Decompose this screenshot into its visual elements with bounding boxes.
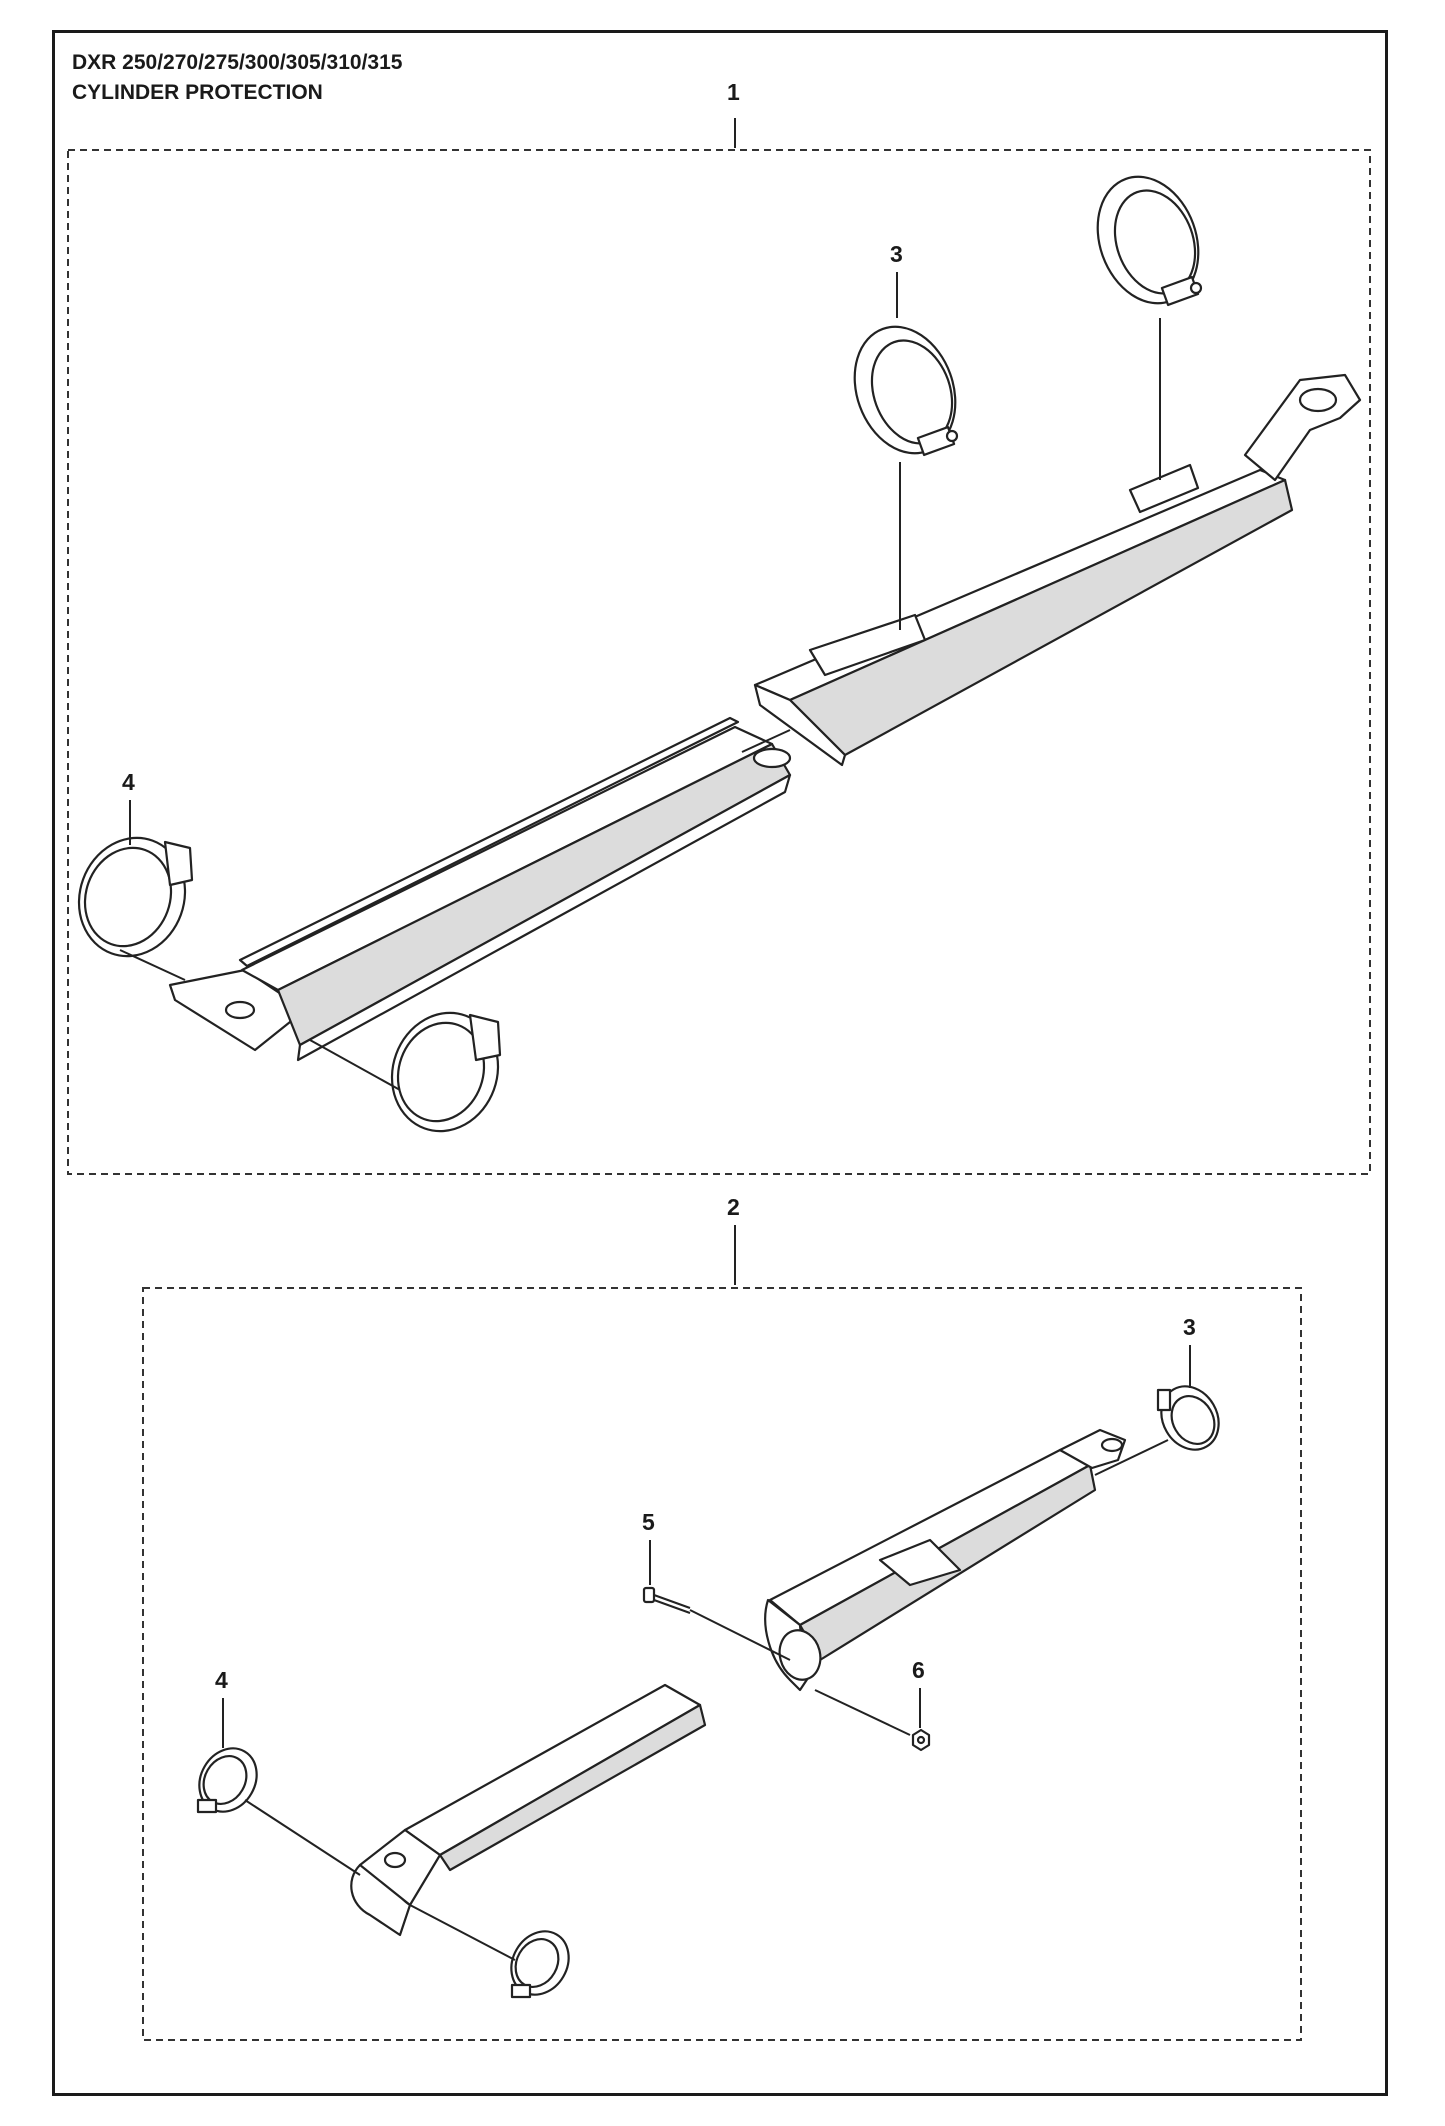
cylinder-guard-upper xyxy=(764,1428,1127,1692)
group-1: 1 3 xyxy=(67,79,1371,1175)
callout-g2-3: 3 xyxy=(1183,1314,1196,1340)
callout-g2-6: 6 xyxy=(912,1657,925,1683)
guard-joint-line xyxy=(741,729,791,753)
sheet-border xyxy=(52,30,1388,2096)
callout-1: 1 xyxy=(727,79,740,105)
clamp-3-a xyxy=(853,325,959,630)
callout-g1-3: 3 xyxy=(890,241,903,267)
group-2-box xyxy=(142,1287,1302,2041)
cylinder-guard-lower xyxy=(350,1683,707,1937)
callout-g2-5: 5 xyxy=(642,1509,655,1535)
section-title: CYLINDER PROTECTION xyxy=(72,81,323,104)
callout-2: 2 xyxy=(727,1194,740,1220)
callout-g2-4: 4 xyxy=(215,1667,228,1693)
cylinder-guard-left xyxy=(168,716,792,1062)
clamp-top-right xyxy=(1096,175,1203,480)
cylinder-guard-right xyxy=(753,373,1362,767)
group-1-box xyxy=(67,149,1371,1175)
clamp-3-b xyxy=(1094,1385,1220,1476)
clamp-bottom xyxy=(309,1011,502,1133)
callout-g1-4: 4 xyxy=(122,769,135,795)
clamp-bottom-b xyxy=(409,1904,570,1999)
group-2: 2 3 xyxy=(142,1194,1302,2041)
nut-6 xyxy=(814,1689,931,1752)
title-block: DXR 250/270/275/300/305/310/315 CYLINDER… xyxy=(72,48,402,108)
clamp-4-b xyxy=(196,1747,361,1876)
clamp-4-a xyxy=(77,836,194,981)
screw-5 xyxy=(642,1586,791,1661)
model-line: DXR 250/270/275/300/305/310/315 xyxy=(72,51,403,74)
